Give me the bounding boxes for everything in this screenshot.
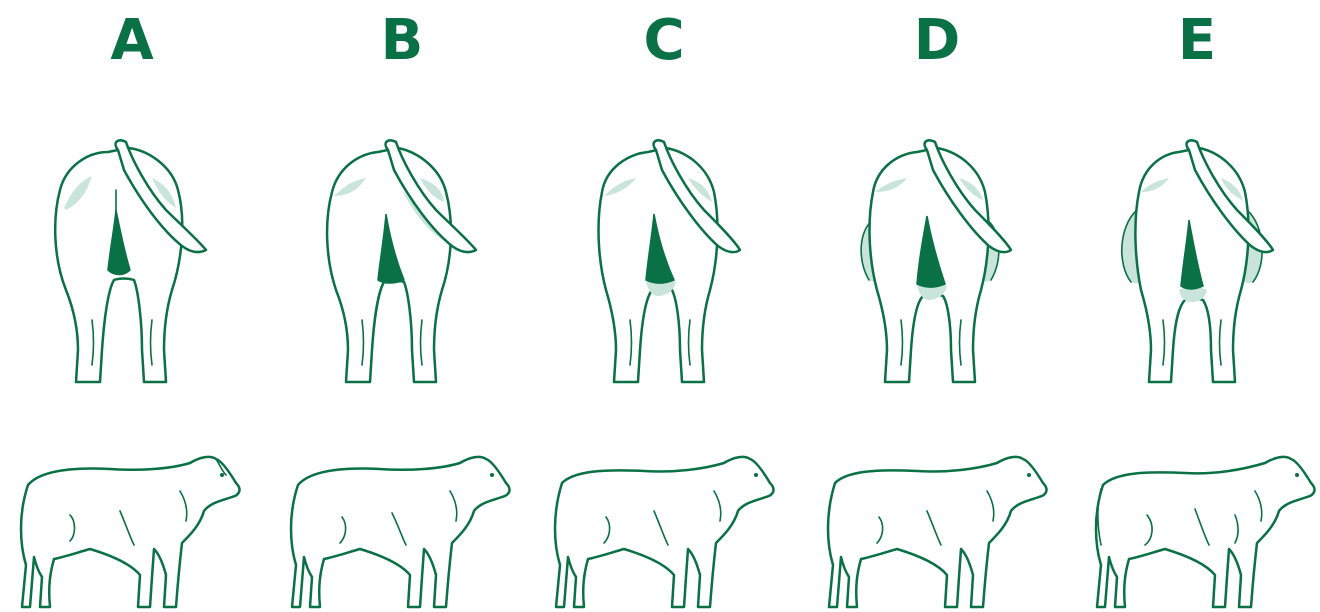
column-e: E — [1065, 0, 1320, 612]
rear-view-cow-illustration — [1117, 130, 1277, 400]
side-view-cow-illustration — [542, 445, 782, 612]
rear-view-cow-illustration — [584, 130, 744, 400]
muscle-score-label: C — [532, 6, 796, 76]
side-view-cow-illustration — [1085, 445, 1320, 612]
column-c: C — [532, 0, 796, 612]
side-view-cow-illustration — [815, 445, 1055, 612]
column-d: D — [805, 0, 1069, 612]
column-a: A — [0, 0, 264, 612]
rear-view-cow-illustration — [855, 130, 1015, 400]
muscle-score-label: A — [0, 6, 264, 76]
rear-view-cow-illustration — [318, 130, 478, 400]
muscle-score-label: B — [270, 6, 534, 76]
side-view-cow-illustration — [10, 445, 250, 612]
column-b: B — [270, 0, 534, 612]
muscle-score-label: E — [1065, 6, 1320, 76]
muscle-score-label: D — [805, 6, 1069, 76]
side-view-cow-illustration — [280, 445, 520, 612]
rear-view-cow-illustration — [48, 130, 208, 400]
